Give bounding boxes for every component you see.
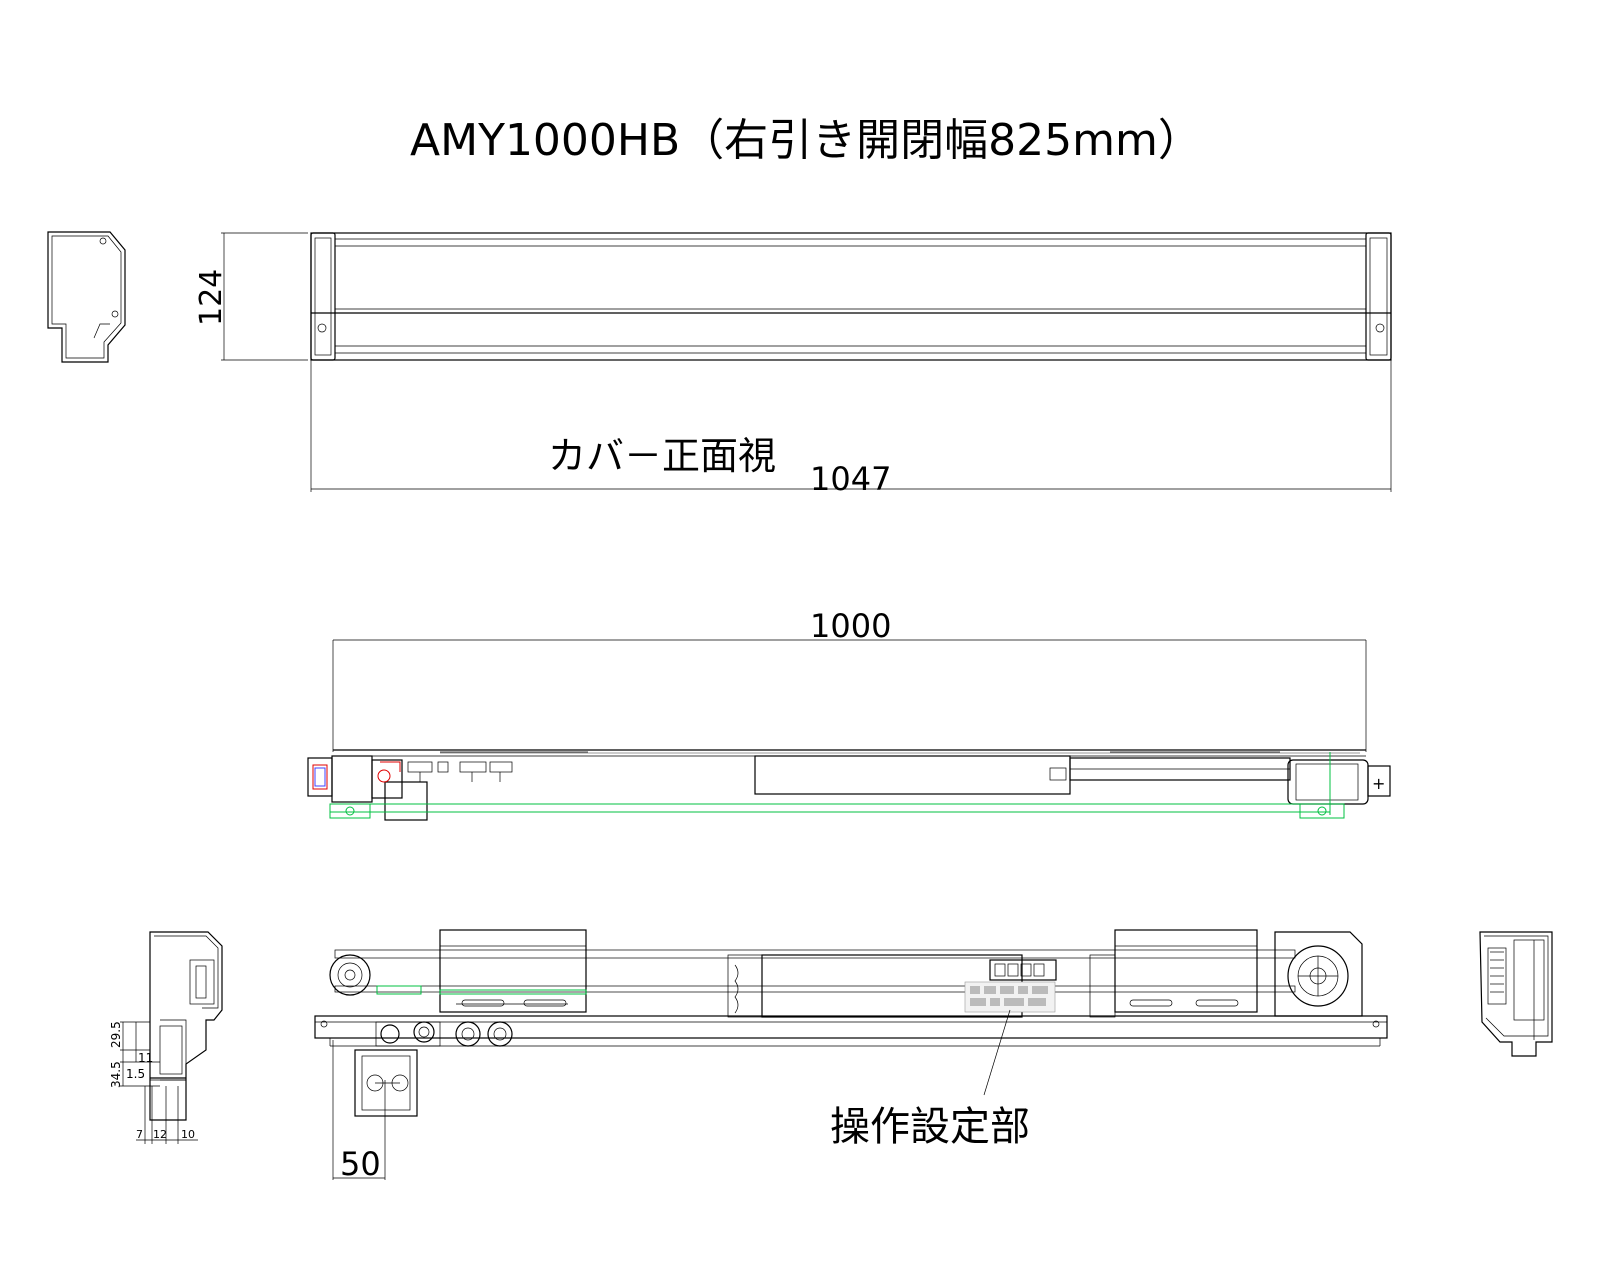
plan-view: 1000: [307, 607, 1391, 821]
section-dim-11: 11: [138, 1051, 153, 1065]
cover-view-label: カバ－正面視: [548, 434, 776, 478]
operation-panel: [989, 959, 1057, 981]
cover-front-view: 124 カバ－正面視 1047: [194, 232, 1392, 498]
plan-width-dimension: 1000: [810, 607, 891, 645]
section-dim-12: 12: [153, 1128, 167, 1141]
cover-width-dimension: 1047: [810, 460, 891, 498]
section-dim-34-5: 34.5: [109, 1061, 123, 1088]
drawing-title: AMY1000HB（右引き開閉幅825mm）: [410, 115, 1202, 166]
right-end-view: [1479, 931, 1553, 1057]
section-dim-1-5: 1.5: [126, 1067, 145, 1081]
operation-settings-callout: 操作設定部: [830, 1104, 1030, 1150]
svg-text:+: +: [1372, 774, 1385, 793]
section-dim-10: 10: [181, 1128, 195, 1141]
section-view: 34.5 29.5 11 1.5 7 12 10: [109, 931, 223, 1144]
cover-side-profile: [47, 231, 126, 363]
cover-height-dimension: 124: [194, 269, 229, 326]
right-pulley: [1287, 945, 1349, 1007]
section-dim-29-5: 29.5: [109, 1021, 123, 1048]
mechanism-view: 操作設定部 50: [314, 929, 1388, 1183]
left-pulley: [329, 954, 371, 996]
section-dim-7: 7: [136, 1128, 143, 1141]
offset-dimension-50: 50: [340, 1145, 381, 1183]
